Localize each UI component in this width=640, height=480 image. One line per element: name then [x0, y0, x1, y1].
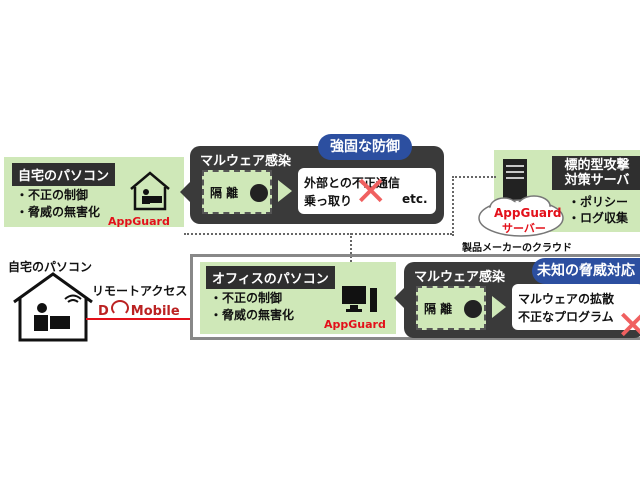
home-pc-panel: 自宅のパソコン ・不正の制御 ・脅威の無害化 AppGuard	[4, 157, 184, 228]
office-frame	[190, 254, 640, 340]
virus-icon-top	[250, 184, 268, 202]
cross-mark-top: ✕	[354, 169, 388, 215]
desktop-pc-icon	[342, 286, 377, 312]
office-appguard: AppGuard	[324, 318, 386, 331]
server-title: 標的型攻撃 対策サーバ	[552, 156, 640, 190]
malware-title-bottom: マルウェア感染	[414, 270, 506, 285]
result-box-bottom: マルウェアの拡散 不正なプログラム ✕	[512, 284, 640, 346]
d-mobile-logo: D Mobile	[98, 300, 180, 319]
server-bullet-2: ・ログ収集	[568, 211, 629, 225]
remote-access-label: リモートアクセス	[92, 284, 188, 298]
dotted-line-h1	[452, 176, 496, 178]
server-bullet-1: ・ポリシー	[568, 195, 629, 209]
home-pc-bullet-1: ・不正の制御	[16, 188, 89, 202]
connector-arrow-top	[180, 180, 192, 204]
connector-arrow-bottom	[394, 286, 406, 310]
result-line2-bottom: 不正なプログラム	[518, 310, 614, 324]
office-bullet-1: ・不正の制御	[210, 291, 283, 305]
isolation-box-top: 隔 離	[202, 170, 272, 214]
cloud-caption: 製品メーカーのクラウド	[462, 243, 572, 254]
server-title-line1: 標的型攻撃	[564, 158, 630, 173]
isolation-label-top: 隔 離	[210, 186, 239, 200]
isolation-box-bottom: 隔 離	[416, 286, 486, 330]
cloud-label-1: AppGuard	[494, 206, 562, 220]
home-pc-appguard: AppGuard	[108, 215, 170, 228]
cloud-icon	[478, 195, 564, 237]
office-pc-title: オフィスのパソコン	[206, 266, 335, 289]
result-line1-top: 外部との不正通信	[304, 176, 400, 190]
unknown-threat-pill: 未知の脅威対応	[532, 258, 640, 284]
dotted-line-v2	[350, 233, 352, 273]
home-pc-bottom-title: 自宅のパソコン	[8, 260, 93, 274]
dotted-line-h2	[184, 233, 452, 235]
result-line2-top: 乗っ取り	[304, 194, 353, 208]
result-box-top: 外部との不正通信 乗っ取り etc. ✕	[298, 168, 436, 214]
home-with-laptop-icon	[13, 272, 93, 342]
malware-panel-bottom: マルウェア感染 隔 離 マルウェアの拡散 不正なプログラム ✕	[404, 262, 640, 346]
arrow-icon-bottom	[492, 296, 506, 318]
isolation-label-bottom: 隔 離	[424, 302, 453, 316]
cloud-label-2: サーバー	[502, 222, 546, 235]
strong-defense-pill: 強固な防御	[318, 134, 412, 160]
mobile-prefix: D	[98, 304, 109, 319]
result-line1-bottom: マルウェアの拡散	[518, 292, 615, 306]
home-pc-title: 自宅のパソコン	[12, 163, 116, 186]
virus-icon-bottom	[464, 300, 482, 318]
house-icon	[130, 171, 170, 211]
dotted-line-v1	[452, 176, 454, 236]
cross-mark-bottom: ✕	[616, 303, 640, 349]
arrow-icon-top	[278, 180, 292, 202]
remote-link-line	[86, 318, 190, 320]
malware-title-top: マルウェア感染	[200, 154, 292, 169]
mobile-suffix: Mobile	[130, 304, 180, 319]
server-title-line2: 対策サーバ	[564, 173, 630, 188]
office-pc-panel: オフィスのパソコン ・不正の制御 ・脅威の無害化 AppGuard	[200, 262, 396, 334]
result-etc-top: etc.	[402, 192, 428, 206]
home-pc-bullet-2: ・脅威の無害化	[16, 205, 101, 219]
server-icon	[503, 159, 527, 203]
mobile-swoosh-icon	[110, 300, 129, 316]
office-bullet-2: ・脅威の無害化	[210, 308, 295, 322]
